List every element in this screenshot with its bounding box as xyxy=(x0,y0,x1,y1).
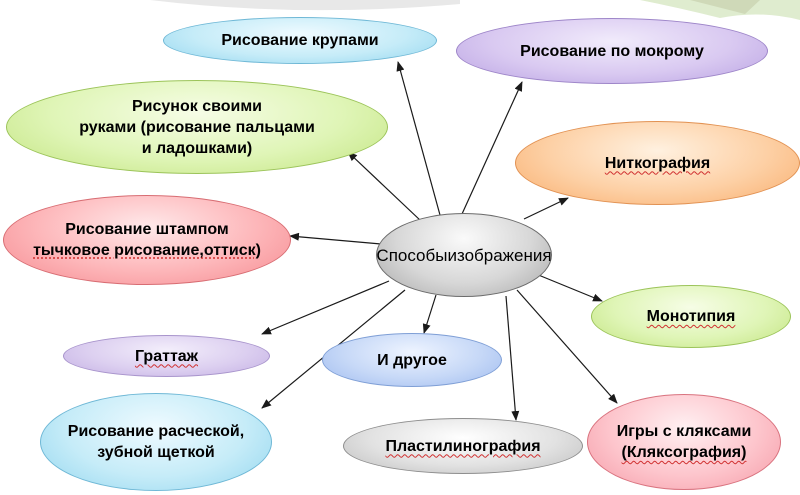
node-plastilin-label: Пластилинография xyxy=(385,437,541,455)
node-mokromu: Рисование по мокрому xyxy=(456,18,768,84)
arrow-to-klyaksy xyxy=(516,289,618,404)
node-raschesk-line1: Рисование расческой, xyxy=(67,423,245,440)
arrow-to-monotip xyxy=(535,273,603,302)
arrow-to-drugoe xyxy=(422,294,437,334)
node-plastilin: Пластилинография xyxy=(343,418,583,474)
arrow-to-plastilin xyxy=(505,295,520,421)
node-mokromu-label: Рисование по мокрому xyxy=(520,42,704,60)
node-rukami: Рисунок своими руками (рисование пальцам… xyxy=(6,80,388,174)
arrow-to-nitko xyxy=(523,197,569,220)
arrow-to-mokromu xyxy=(461,81,523,215)
center-label-line1: Способы xyxy=(376,245,448,265)
node-shtamp: Рисование штампом тычковое рисование,отт… xyxy=(3,195,291,285)
node-monotip: Монотипия xyxy=(591,285,791,348)
node-grattazh-label: Граттаж xyxy=(134,347,199,365)
decorative-top-banner xyxy=(150,0,800,20)
node-krupami: Рисование крупами xyxy=(163,17,437,64)
node-nitko: Ниткография xyxy=(515,121,800,205)
node-shtamp-line1: Рисование штампом xyxy=(65,221,229,238)
node-drugoe-label: И другое xyxy=(377,351,447,369)
node-rukami-line2: руками (рисование пальцами xyxy=(79,118,315,136)
node-raschesk-line2: зубной щеткой xyxy=(97,444,215,461)
node-raschesk: Рисование расческой, зубной щеткой xyxy=(40,393,272,491)
arrow-to-shtamp xyxy=(289,232,382,245)
node-monotip-label: Монотипия xyxy=(646,308,736,325)
node-klyaksy: Игры с кляксами (Кляксография) xyxy=(587,394,781,490)
node-krupami-label: Рисование крупами xyxy=(221,32,379,49)
node-shtamp-line2: тычковое рисование,оттиск) xyxy=(33,242,261,259)
node-klyaksy-line1: Игры с кляксами xyxy=(616,423,752,440)
node-rukami-line1: Рисунок своими xyxy=(132,97,262,115)
center-label-line2: изображения xyxy=(447,245,552,265)
arrow-to-grattazh xyxy=(261,280,390,335)
arrow-to-rukami xyxy=(347,151,422,222)
node-drugoe: И другое xyxy=(322,333,502,387)
arrow-to-krupami xyxy=(396,61,441,216)
node-klyaksy-line2: (Кляксография) xyxy=(621,444,747,461)
node-nitko-label: Ниткография xyxy=(604,154,711,172)
center-node: Способы изображения xyxy=(376,213,552,297)
node-rukami-line3: и ладошками) xyxy=(141,139,253,157)
node-grattazh: Граттаж xyxy=(63,335,270,377)
